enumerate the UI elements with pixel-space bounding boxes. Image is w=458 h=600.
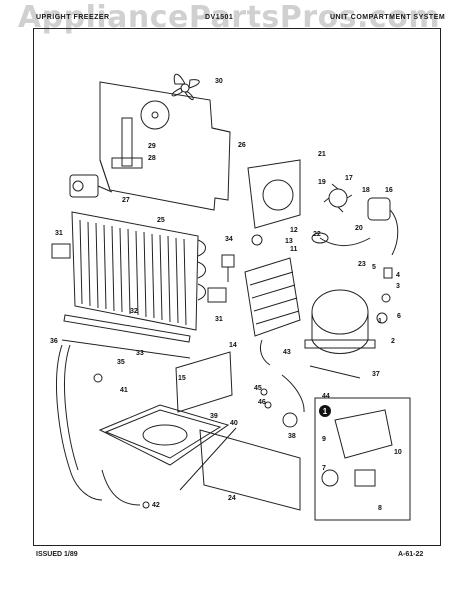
defrost-timer-part (69, 174, 113, 198)
callout-22: 22 (313, 231, 321, 238)
grommet-block-part (51, 243, 71, 259)
drain-tube-part (56, 344, 103, 501)
header-model-number: DV1501 (205, 14, 234, 21)
callout-35: 35 (117, 359, 125, 366)
callout-43: 43 (283, 349, 291, 356)
grommet-part (376, 312, 388, 324)
screw-part (260, 388, 268, 396)
callout-28: 28 (148, 155, 156, 162)
drier-valve-part (221, 254, 235, 282)
drain-tube-part (64, 344, 79, 471)
compressor-part (304, 289, 376, 354)
callout-31-left: 31 (55, 230, 63, 237)
callout-36: 36 (50, 338, 58, 345)
inset-detail-box (314, 397, 411, 521)
callout-21: 21 (318, 151, 326, 158)
callout-39: 39 (210, 413, 218, 420)
callout-17: 17 (345, 175, 353, 182)
callout-19: 19 (318, 179, 326, 186)
callout-25: 25 (157, 217, 165, 224)
rear-bracket-part (61, 339, 191, 359)
heat-exchanger-tube-part (309, 365, 361, 379)
fan-motor-assembly-part (367, 197, 399, 256)
discharge-tube-part (281, 374, 305, 413)
callout-45: 45 (254, 385, 262, 392)
callout-29: 29 (148, 143, 156, 150)
compressor-fan-part (323, 183, 353, 213)
callout-6: 6 (397, 313, 401, 320)
callout-40: 40 (230, 420, 238, 427)
callout-18: 18 (362, 187, 370, 194)
capacitor-part (311, 232, 329, 244)
callout-12: 12 (290, 227, 298, 234)
fan-motor-part (111, 100, 170, 169)
screw-part (264, 401, 272, 409)
back-panel-part (99, 81, 231, 211)
callout-13: 13 (285, 238, 293, 245)
drain-pan-part (98, 404, 230, 466)
callout-24: 24 (228, 495, 236, 502)
fan-shroud-opening (262, 179, 294, 211)
callout-34: 34 (225, 236, 233, 243)
callout-15: 15 (178, 375, 186, 382)
shroud-grommet-part (251, 234, 263, 246)
page-code: A-61-22 (398, 551, 424, 558)
callout-26: 26 (238, 142, 246, 149)
callout-1: 1 (378, 318, 382, 325)
callout-8: 8 (378, 505, 382, 512)
callout-11: 11 (290, 246, 298, 253)
cord-plug-part (142, 501, 150, 509)
callout-37: 37 (372, 371, 380, 378)
callout-41: 41 (120, 387, 128, 394)
power-cord-part (101, 469, 141, 506)
relay-cover-part (175, 351, 233, 413)
callout-44: 44 (322, 393, 330, 400)
callout-2: 2 (391, 338, 395, 345)
overload-protector-part (321, 469, 339, 487)
diagram-frame (33, 28, 441, 546)
washer-part (381, 293, 391, 303)
inset-label: 1 (323, 407, 328, 416)
callout-5: 5 (372, 264, 376, 271)
cabinet-coil-part (244, 257, 301, 337)
callout-20: 20 (355, 225, 363, 232)
condenser-fan-blade-part (171, 73, 200, 100)
callout-27: 27 (122, 197, 130, 204)
overload-cover-part (334, 409, 393, 459)
support-rod-part (179, 427, 237, 491)
callout-9: 9 (322, 436, 326, 443)
wire-harness-part (319, 237, 371, 246)
callout-31-right: 31 (215, 316, 223, 323)
condenser-coil-part (71, 211, 206, 331)
callout-46: 46 (258, 399, 266, 406)
inset-badge (319, 405, 331, 417)
tube-clip-part (93, 373, 103, 383)
front-bracket-part (63, 314, 191, 343)
suction-tube-part (259, 339, 271, 366)
header-section-title: UNIT COMPARTMENT SYSTEM (330, 14, 446, 21)
relay-part (282, 412, 298, 428)
callout-23: 23 (358, 261, 366, 268)
issued-date: ISSUED 1/89 (36, 551, 78, 558)
callout-33: 33 (136, 350, 144, 357)
grommet-block-part (207, 287, 227, 303)
fan-shroud-part (247, 159, 301, 229)
callout-14: 14 (229, 342, 237, 349)
callout-42: 42 (152, 502, 160, 509)
header-model-type: UPRIGHT FREEZER (36, 14, 110, 21)
callout-7: 7 (322, 465, 326, 472)
bolt-part (383, 267, 393, 279)
callout-3: 3 (396, 283, 400, 290)
callout-38: 38 (288, 433, 296, 440)
callout-16: 16 (385, 187, 393, 194)
callout-4: 4 (396, 272, 400, 279)
callout-30: 30 (215, 78, 223, 85)
start-relay-part (354, 469, 376, 487)
callout-10: 10 (394, 449, 402, 456)
access-cover-part (199, 429, 301, 511)
callout-32: 32 (130, 308, 138, 315)
